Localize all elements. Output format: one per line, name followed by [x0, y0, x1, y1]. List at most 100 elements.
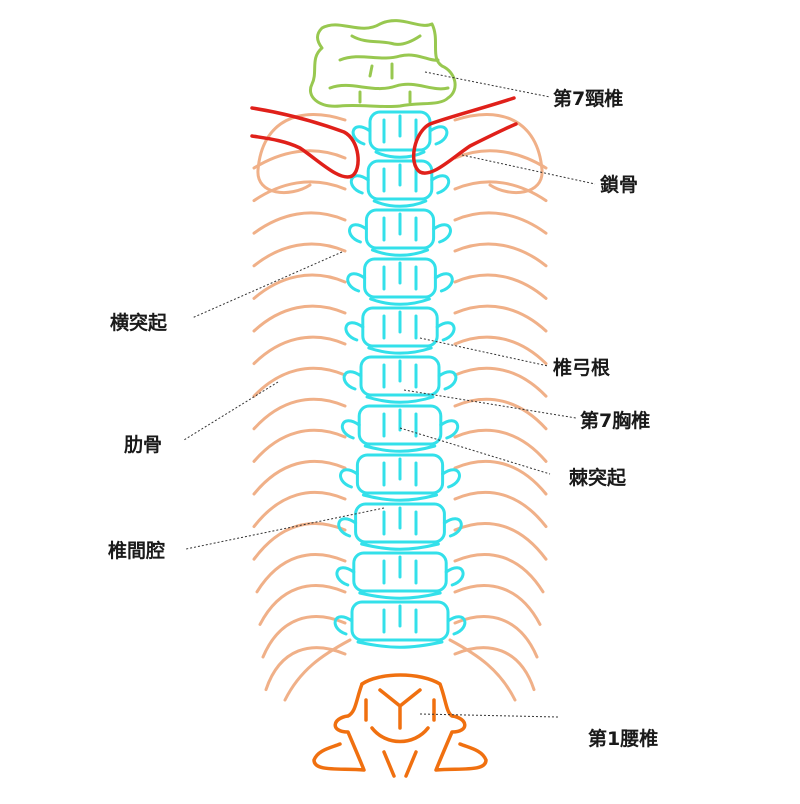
rib-left-1	[252, 149, 347, 170]
rib-right-17	[453, 646, 536, 692]
cervical-disc-0	[350, 34, 422, 46]
clavicles	[250, 96, 518, 179]
rib-right-15	[453, 584, 542, 626]
thoracic-process-left-7	[340, 419, 361, 440]
thoracic-process-left-10	[335, 566, 356, 587]
rib-right-5	[453, 273, 548, 300]
cervical-disc-2	[328, 82, 450, 91]
rib-left-7	[252, 335, 347, 366]
thoracic-process-left-3	[348, 223, 368, 244]
rib-right-8	[453, 366, 548, 398]
thoracic-inner-marks-1	[382, 114, 418, 144]
label-l1: 第1腰椎	[588, 728, 659, 750]
rib-right-13	[453, 522, 548, 561]
label-c7: 第7頸椎	[553, 88, 624, 110]
cervical-vertebrae	[309, 19, 457, 109]
thoracic-disc-2	[372, 199, 428, 208]
rib-right-4	[453, 242, 548, 268]
thoracic-inner-marks-3	[382, 212, 418, 242]
thoracic-disc-7	[363, 444, 437, 453]
rib-right-12	[453, 491, 548, 529]
thoracic-process-left-6	[342, 370, 363, 391]
thoracic-disc-5	[367, 346, 433, 355]
leader-spinous-process	[399, 427, 551, 475]
thoracic-disc-11	[356, 640, 444, 649]
thoracic-process-right-5	[435, 321, 456, 342]
rib-first-right	[453, 112, 544, 195]
rib-right-2	[453, 180, 548, 203]
leader-clavicle	[461, 154, 596, 185]
thoracic-process-left-9	[337, 517, 358, 538]
thoracic-inner-marks-9	[382, 506, 418, 536]
label-transverse-process: 横突起	[110, 312, 168, 334]
thoracic-process-left-5	[344, 321, 365, 342]
rib-right-3	[453, 211, 548, 235]
lumbar-right-outline	[360, 673, 488, 772]
thoracic-inner-marks-8	[382, 457, 418, 487]
rib-left-4	[252, 242, 347, 268]
rib-right-10	[453, 428, 548, 463]
thoracic-inner-marks-7	[382, 408, 418, 438]
thoracic-disc-8	[361, 493, 439, 502]
clavicle-right	[411, 96, 518, 175]
rib-first-left	[256, 112, 347, 195]
thoracic-inner-marks-6	[382, 359, 418, 389]
rib-left-5	[252, 273, 347, 300]
rib-floating-right	[448, 638, 517, 702]
rib-right-11	[453, 459, 548, 496]
thoracic-process-right-10	[444, 566, 465, 587]
rib-left-15	[258, 584, 347, 626]
thoracic-inner-marks-5	[382, 310, 418, 340]
thoracic-disc-1	[374, 150, 426, 159]
rib-right-1	[453, 149, 548, 170]
label-intervertebral-foramen: 椎間腔	[108, 540, 166, 562]
label-t7: 第7胸椎	[580, 410, 651, 432]
lumbar-left-outline	[312, 682, 366, 772]
leader-transverse-process	[191, 251, 343, 319]
label-clavicle: 鎖骨	[600, 174, 639, 196]
thoracic-disc-3	[370, 248, 430, 257]
thoracic-process-left-11	[333, 615, 354, 636]
rib-left-8	[252, 366, 347, 398]
thoracic-process-right-7	[439, 419, 460, 440]
cervical-outline	[309, 19, 457, 109]
rib-left-11	[252, 459, 347, 496]
leader-lines	[183, 71, 596, 718]
leader-rib	[183, 381, 279, 441]
rib-left-2	[252, 180, 347, 203]
rib-left-10	[252, 428, 347, 463]
rib-left-3	[252, 211, 347, 235]
rib-left-9	[252, 397, 347, 431]
lumbar-vertebra	[312, 673, 488, 778]
leader-t7	[403, 389, 577, 419]
thoracic-inner-marks-11	[382, 604, 418, 634]
thoracic-inner-marks-2	[382, 163, 418, 193]
thoracic-disc-6	[365, 395, 435, 404]
thoracic-process-right-1	[428, 125, 449, 146]
label-rib: 肋骨	[124, 434, 163, 456]
thoracic-disc-4	[369, 297, 431, 306]
thoracic-inner-marks-10	[382, 555, 418, 585]
rib-left-14	[255, 553, 347, 594]
cervical-spinous-marks	[358, 62, 412, 104]
leader-l1	[419, 713, 559, 718]
label-pedicle: 椎弓根	[553, 357, 611, 379]
rib-left-13	[252, 522, 347, 561]
thoracic-process-right-8	[441, 468, 461, 489]
thoracic-process-right-11	[446, 615, 467, 636]
leader-c7	[424, 71, 551, 98]
thoracic-process-right-4	[433, 272, 454, 293]
thoracic-process-right-2	[430, 174, 451, 195]
rib-left-12	[252, 491, 347, 529]
rib-right-7	[453, 335, 548, 366]
leader-intervertebral-foramen	[185, 507, 385, 550]
thoracic-vertebrae	[333, 110, 467, 649]
thoracic-disc-10	[358, 591, 442, 600]
thoracic-process-left-8	[339, 468, 359, 489]
thoracic-process-right-6	[437, 370, 458, 391]
leader-pedicle	[419, 337, 549, 367]
clavicle-left	[250, 106, 360, 179]
thoracic-inner-marks-4	[382, 261, 418, 291]
